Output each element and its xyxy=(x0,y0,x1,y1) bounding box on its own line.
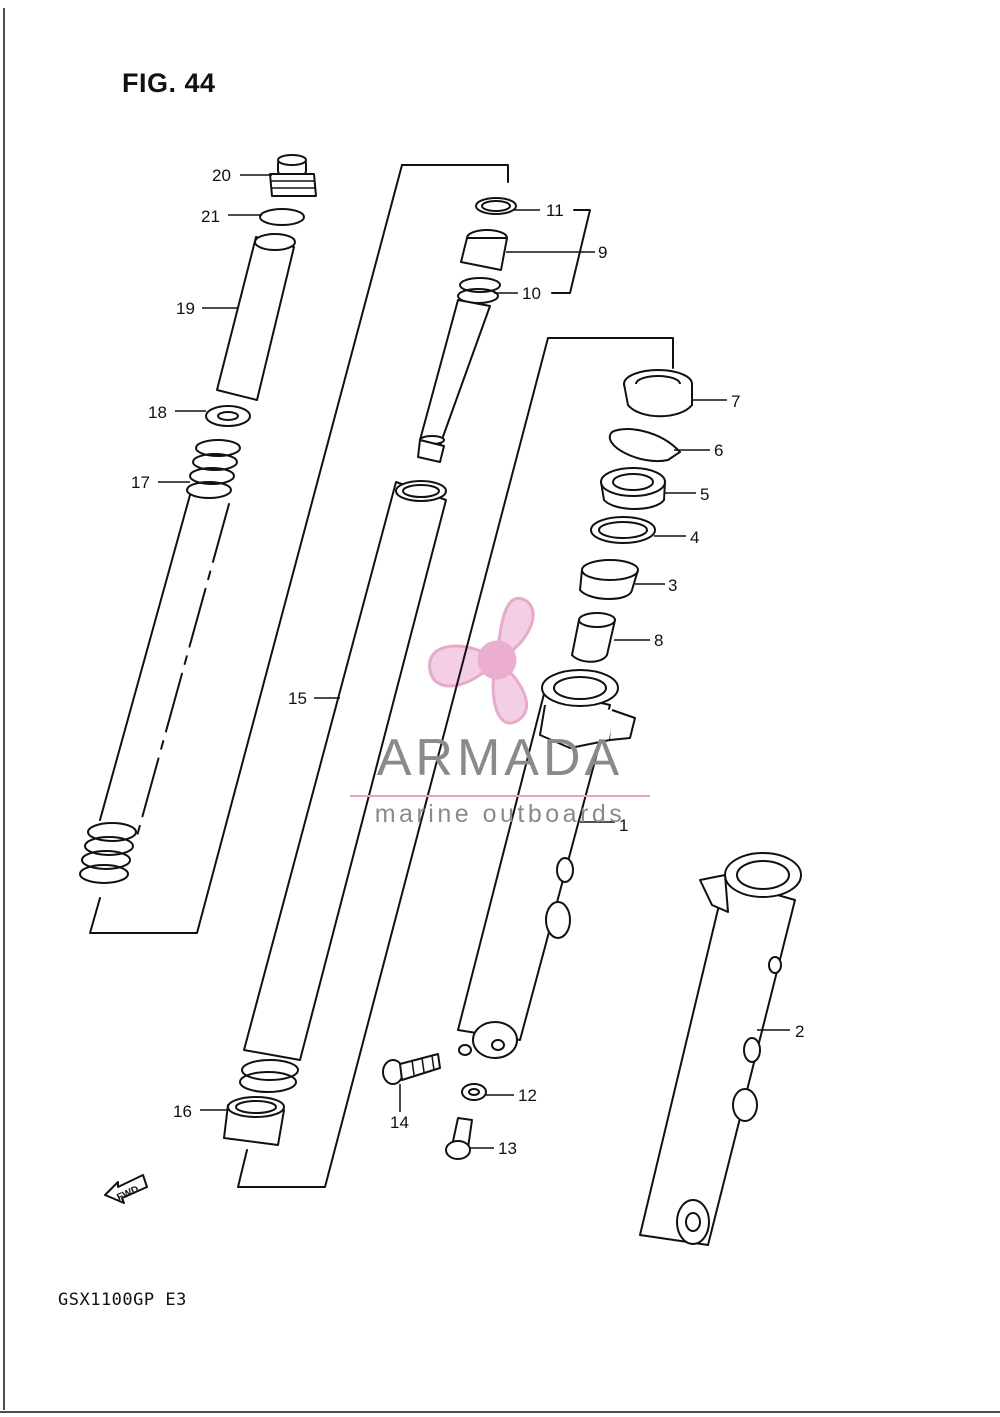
part-15-inner-tube xyxy=(239,480,447,1093)
part-7-dust-seal xyxy=(623,369,693,418)
callout-5: 5 xyxy=(700,485,709,504)
leader-lines xyxy=(158,174,790,1149)
watermark-brand: ARMADA xyxy=(376,729,624,787)
callout-17: 17 xyxy=(131,473,150,492)
callout-4: 4 xyxy=(690,528,699,547)
part-20-cap-bolt xyxy=(269,154,317,197)
part-13-bolt xyxy=(445,1117,473,1160)
part-16-bushing xyxy=(223,1096,285,1146)
part-9-damper-rod xyxy=(417,229,508,463)
bracket-a-top xyxy=(401,164,509,183)
callout-14: 14 xyxy=(390,1113,409,1132)
fwd-arrow-icon: FWD xyxy=(104,1174,148,1204)
callout-13: 13 xyxy=(498,1139,517,1158)
model-code: GSX1100GP E3 xyxy=(58,1290,187,1310)
bracket-b-top xyxy=(547,337,674,369)
callout-20: 20 xyxy=(212,166,231,185)
bracket-a-frame xyxy=(89,164,403,934)
part-5-oil-seal xyxy=(600,467,666,510)
callout-7: 7 xyxy=(731,392,740,411)
figure-title: FIG. 44 xyxy=(122,68,216,98)
watermark-propeller-icon xyxy=(428,596,535,725)
callout-11: 11 xyxy=(546,201,564,220)
part-3-slide-bushing xyxy=(578,559,639,600)
part-19-spacer-tube xyxy=(216,233,296,401)
callout-2: 2 xyxy=(795,1022,804,1041)
callout-15: 15 xyxy=(288,689,307,708)
part-6-stopper-ring xyxy=(608,428,682,463)
part-2-outer-tube xyxy=(639,852,802,1246)
callout-6: 6 xyxy=(714,441,723,460)
part-12-gasket xyxy=(461,1083,487,1101)
callout-12: 12 xyxy=(518,1086,537,1105)
part-8-oil-lock-piece xyxy=(570,612,616,663)
bracket-b-frame xyxy=(237,337,549,1188)
part-17-fork-spring xyxy=(79,439,241,884)
callout-19: 19 xyxy=(176,299,195,318)
callout-1: 1 xyxy=(619,816,628,835)
callout-9: 9 xyxy=(598,243,607,262)
part-11-ring xyxy=(475,197,517,215)
callout-10: 10 xyxy=(522,284,541,303)
callout-18: 18 xyxy=(148,403,167,422)
part-21-o-ring xyxy=(259,208,305,226)
callout-16: 16 xyxy=(173,1102,192,1121)
part-4-washer xyxy=(590,516,656,544)
part-18-washer xyxy=(205,405,251,427)
callout-3: 3 xyxy=(668,576,677,595)
watermark-tagline: marine outboards xyxy=(374,800,626,828)
callout-21: 21 xyxy=(201,207,220,226)
part-14-bolt xyxy=(382,1053,441,1085)
part-1-outer-tube xyxy=(457,669,636,1059)
callout-8: 8 xyxy=(654,631,663,650)
